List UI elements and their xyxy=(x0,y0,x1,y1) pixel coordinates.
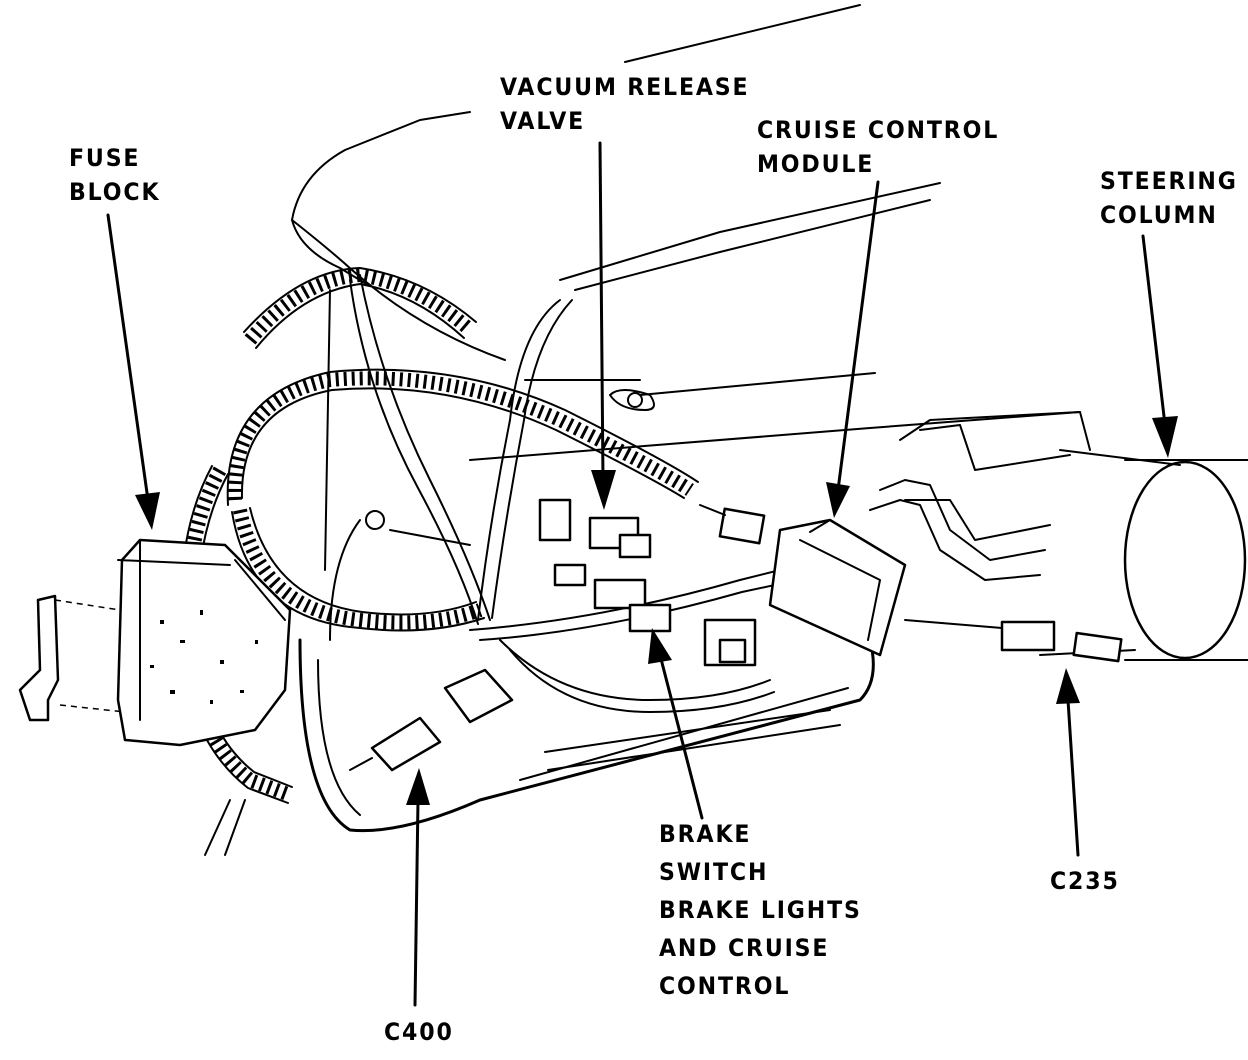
c400-label: C400 xyxy=(384,1018,454,1046)
cruise-control-module-label-line-2: MODULE xyxy=(757,150,875,178)
fuse-block-label-line-1: FUSE xyxy=(69,144,141,172)
cruise-control-module-label-line-1: CRUISE CONTROL xyxy=(757,116,1000,144)
brake-switch-label-line-4: AND CRUISE xyxy=(659,934,830,962)
vacuum-release-valve-label: VACUUM RELEASE VALVE xyxy=(500,70,749,138)
fuse-block-label-line-2: BLOCK xyxy=(69,178,161,206)
vacuum-release-valve-label-line-2: VALVE xyxy=(500,107,586,135)
brake-switch-label-line-5: CONTROL xyxy=(659,972,791,1000)
steering-column-label-line-1: STEERING xyxy=(1100,167,1238,195)
brake-switch-assembly xyxy=(365,379,757,667)
brake-switch-label: BRAKE SWITCH BRAKE LIGHTS AND CRUISE CON… xyxy=(659,815,862,1005)
brake-switch-label-line-1: BRAKE xyxy=(659,820,752,848)
vacuum-release-valve-label-line-1: VACUUM RELEASE xyxy=(500,73,750,101)
c235-connector xyxy=(904,619,1123,663)
steering-column xyxy=(869,411,1248,661)
lower-panel xyxy=(298,519,875,833)
brake-switch-label-line-2: SWITCH xyxy=(659,858,769,886)
c400-connector xyxy=(349,668,514,772)
steering-column-label: STEERING COLUMN xyxy=(1100,164,1238,232)
callout-arrows xyxy=(106,141,1178,1007)
fuse-block-label: FUSE BLOCK xyxy=(69,141,160,209)
steering-column-label-line-2: COLUMN xyxy=(1100,201,1218,229)
cruise-control-module-label: CRUISE CONTROL MODULE xyxy=(757,113,999,181)
brake-switch-label-line-3: BRAKE LIGHTS xyxy=(659,896,862,924)
c235-label: C235 xyxy=(1050,867,1120,895)
wiring-harness xyxy=(179,267,827,856)
cruise-control-module xyxy=(699,504,907,657)
fuse-block xyxy=(18,538,292,747)
